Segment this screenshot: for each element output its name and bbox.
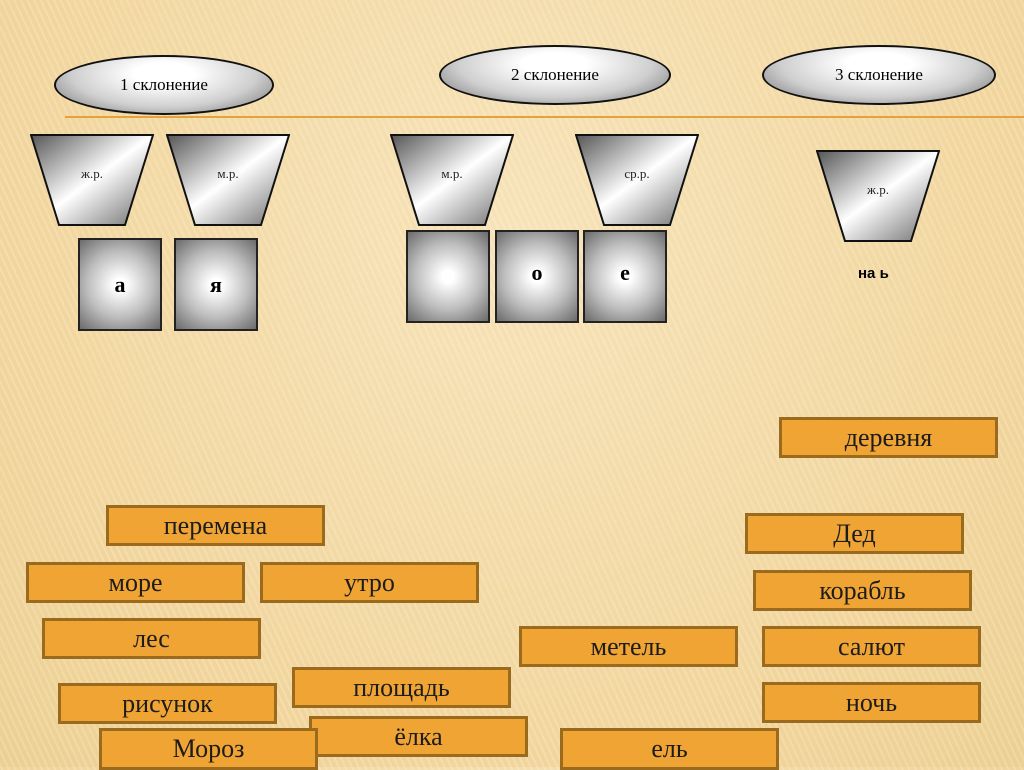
third-declension-note: на ь bbox=[858, 265, 889, 282]
gender-label: ср.р. bbox=[624, 166, 650, 181]
ending-box: е bbox=[583, 230, 667, 323]
gender-label: ж.р. bbox=[867, 182, 889, 197]
word-card[interactable]: лес bbox=[42, 618, 261, 659]
word-card[interactable]: Мороз bbox=[99, 728, 318, 770]
word-card[interactable]: рисунок bbox=[58, 683, 277, 724]
gender-trapezoid: ж.р. bbox=[815, 150, 941, 242]
word-card[interactable]: корабль bbox=[753, 570, 972, 611]
word-card[interactable]: море bbox=[26, 562, 245, 603]
gender-trapezoid: м.р. bbox=[389, 134, 515, 226]
gender-label: ж.р. bbox=[81, 166, 103, 181]
ending-box: а bbox=[78, 238, 162, 331]
ending-box: я bbox=[174, 238, 258, 331]
gender-label: м.р. bbox=[441, 166, 463, 181]
word-card[interactable]: ёлка bbox=[309, 716, 528, 757]
gender-label: м.р. bbox=[217, 166, 239, 181]
word-card[interactable]: деревня bbox=[779, 417, 998, 458]
word-card[interactable]: ель bbox=[560, 728, 779, 770]
word-card[interactable]: Дед bbox=[745, 513, 964, 554]
group-2-ellipse: 2 склонение bbox=[439, 45, 671, 105]
gender-trapezoid: м.р. bbox=[165, 134, 291, 226]
word-card[interactable]: площадь bbox=[292, 667, 511, 708]
word-card[interactable]: салют bbox=[762, 626, 981, 667]
divider-line bbox=[65, 116, 1024, 118]
gender-trapezoid: ср.р. bbox=[574, 134, 700, 226]
word-card[interactable]: перемена bbox=[106, 505, 325, 546]
word-card[interactable]: ночь bbox=[762, 682, 981, 723]
ending-box: о bbox=[495, 230, 579, 323]
word-card[interactable]: метель bbox=[519, 626, 738, 667]
group-3-ellipse: 3 склонение bbox=[762, 45, 996, 105]
word-card[interactable]: утро bbox=[260, 562, 479, 603]
ending-box-empty bbox=[406, 230, 490, 323]
group-1-ellipse: 1 склонение bbox=[54, 55, 274, 115]
gender-trapezoid: ж.р. bbox=[29, 134, 155, 226]
